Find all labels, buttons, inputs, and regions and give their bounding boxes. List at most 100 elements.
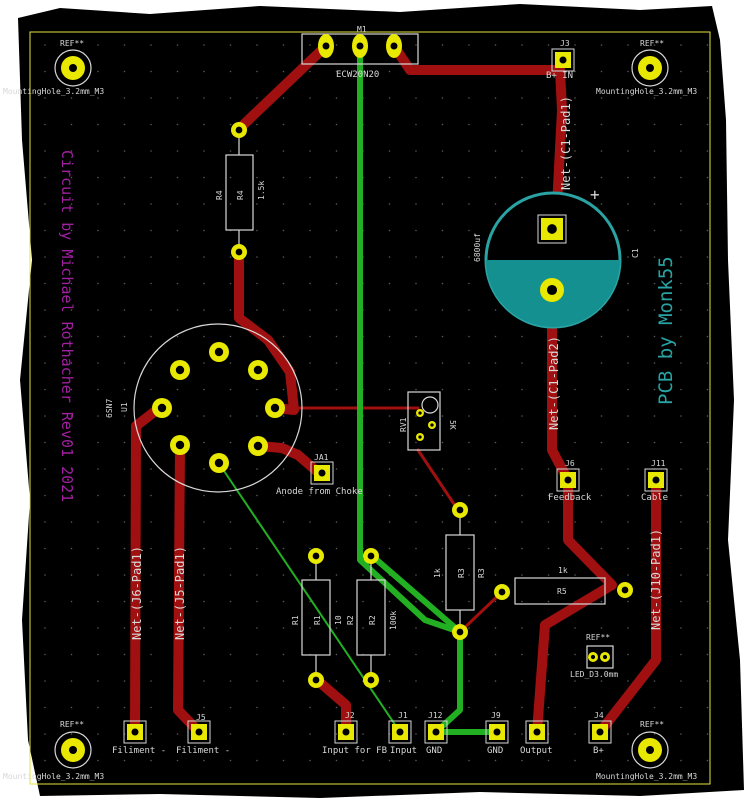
grid-dot bbox=[441, 574, 444, 576]
grid-dot bbox=[309, 627, 311, 629]
grid-dot bbox=[123, 759, 126, 762]
pad-drill bbox=[318, 469, 326, 477]
grid-dot bbox=[335, 362, 338, 364]
grid-dot bbox=[150, 44, 152, 46]
pad-drill bbox=[559, 56, 567, 64]
grid-dot bbox=[97, 203, 99, 205]
grid-dot bbox=[521, 335, 523, 338]
grid-dot bbox=[97, 521, 99, 523]
grid-dot bbox=[309, 441, 311, 444]
grid-dot bbox=[203, 150, 205, 152]
grid-dot bbox=[468, 282, 470, 285]
grid-dot bbox=[256, 680, 258, 682]
grid-dot bbox=[680, 335, 682, 338]
grid-dot bbox=[494, 44, 497, 46]
grid-dot bbox=[494, 653, 497, 656]
grid-dot bbox=[123, 680, 126, 682]
grid-dot bbox=[653, 123, 656, 126]
mounting-holes: REF**MountingHole_3.2mm_M3REF**MountingH… bbox=[3, 39, 697, 781]
grid-dot bbox=[627, 547, 629, 550]
j1-ref: J1 bbox=[398, 711, 408, 720]
grid-dot bbox=[203, 335, 205, 338]
grid-dot bbox=[441, 706, 444, 709]
grid-dot bbox=[282, 627, 285, 629]
grid-dot bbox=[150, 680, 152, 682]
pad-courtyard bbox=[525, 720, 549, 744]
grid-dot bbox=[256, 229, 258, 232]
grid-dot bbox=[680, 574, 682, 576]
grid-dot bbox=[123, 547, 126, 550]
grid-dot bbox=[309, 203, 311, 205]
grid-dot bbox=[574, 680, 576, 682]
grid-dot bbox=[627, 706, 629, 709]
grid-dot bbox=[680, 494, 682, 497]
grid-dot bbox=[70, 521, 73, 523]
grid-dot bbox=[600, 309, 603, 311]
grid-dot bbox=[309, 547, 311, 550]
pad-drill bbox=[367, 676, 375, 684]
grid-dot bbox=[229, 123, 232, 126]
m1-value: ECW20N20 bbox=[336, 70, 379, 80]
rv1-value: 5K bbox=[448, 420, 457, 430]
grid-dot bbox=[468, 468, 470, 470]
grid-dot bbox=[653, 44, 656, 46]
grid-dot bbox=[547, 150, 550, 152]
grid-dot bbox=[415, 44, 417, 46]
grid-dot bbox=[256, 415, 258, 417]
grid-dot bbox=[415, 521, 417, 523]
grid-dot bbox=[203, 441, 205, 444]
grid-dot bbox=[97, 706, 99, 709]
grid-dot bbox=[309, 600, 311, 603]
grid-dot bbox=[653, 203, 656, 205]
grid-dot bbox=[680, 547, 682, 550]
r4-value: 1.5k bbox=[257, 181, 266, 200]
grid-dot bbox=[44, 706, 46, 709]
pad-drill bbox=[195, 728, 203, 736]
grid-dot bbox=[123, 415, 126, 417]
grid-dot bbox=[388, 468, 391, 470]
grid-dot bbox=[203, 229, 205, 232]
grid-dot bbox=[653, 362, 656, 364]
grid-dot bbox=[441, 97, 444, 99]
grid-dot bbox=[627, 600, 629, 603]
grid-dot bbox=[44, 759, 46, 762]
net-j5-pad1: Net-(J5-Pad1) bbox=[173, 546, 187, 640]
grid-dot bbox=[70, 388, 73, 391]
grid-dot bbox=[176, 335, 179, 338]
grid-dot bbox=[256, 547, 258, 550]
j4-ref: J4 bbox=[594, 711, 604, 720]
r4-ref: R4 bbox=[215, 190, 224, 200]
grid-dot bbox=[706, 229, 709, 232]
grid-dot bbox=[44, 653, 46, 656]
grid-dot bbox=[441, 759, 444, 762]
pad-drill bbox=[432, 728, 440, 736]
grid-dot bbox=[653, 150, 656, 152]
grid-dot bbox=[574, 653, 576, 656]
grid-dot bbox=[521, 123, 523, 126]
grid-dot bbox=[44, 282, 46, 285]
grid-dot bbox=[150, 70, 152, 73]
grid-dot bbox=[547, 759, 550, 762]
grid-dot bbox=[547, 574, 550, 576]
grid-dot bbox=[627, 627, 629, 629]
grid-dot bbox=[521, 759, 523, 762]
grid-dot bbox=[309, 282, 311, 285]
grid-dot bbox=[203, 415, 205, 417]
grid-dot bbox=[97, 733, 99, 735]
net-c1-pad1: Net-(C1-Pad1) bbox=[559, 96, 573, 190]
grid-dot bbox=[521, 388, 523, 391]
grid-dot bbox=[335, 70, 338, 73]
grid-dot bbox=[176, 150, 179, 152]
grid-dot bbox=[627, 759, 629, 762]
grid-dot bbox=[680, 388, 682, 391]
grid-dot bbox=[123, 362, 126, 364]
grid-dot bbox=[600, 468, 603, 470]
grid-dot bbox=[203, 97, 205, 99]
grid-dot bbox=[600, 680, 603, 682]
grid-dot bbox=[415, 97, 417, 99]
grid-dot bbox=[176, 733, 179, 735]
trace-j10-pad1 bbox=[595, 475, 661, 737]
grid-dot bbox=[256, 388, 258, 391]
grid-dot bbox=[627, 123, 629, 126]
grid-dot bbox=[335, 309, 338, 311]
